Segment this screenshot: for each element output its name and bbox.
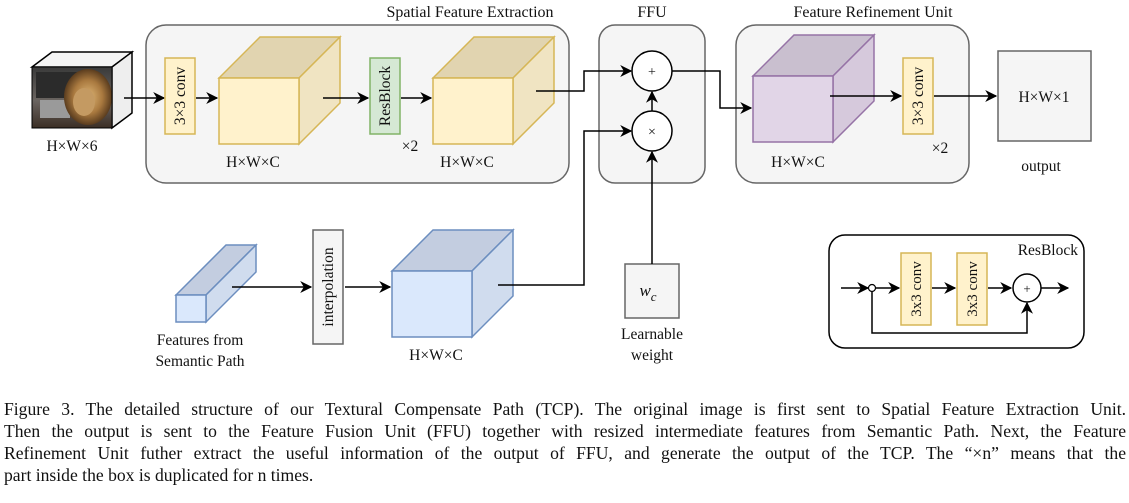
sfe-cube1-label: H×W×C [226,154,280,171]
ffu-title: FFU [637,4,667,21]
output-label: output [1021,158,1061,175]
arrow-add-to-fru-cube [672,70,753,114]
fru-repeat-label: ×2 [932,140,949,157]
output-size-label: H×W×1 [1018,89,1069,106]
fru-feature-cube [751,33,876,144]
resblock-add-symbol: + [1023,281,1030,296]
output-box [997,50,1092,142]
fru-title: Feature Refinement Unit [793,4,953,21]
interpolation-block [312,229,344,345]
learnable-weight-label-2: weight [631,347,674,364]
sfe-title: Spatial Feature Extraction [386,4,553,21]
arrow-semantic-cube-to-mul [498,125,633,286]
semantic-features-label-2: Semantic Path [155,353,244,370]
sfe-repeat-label: ×2 [402,138,419,155]
fru-cube-label: H×W×C [771,154,825,171]
caption-line-3: Refinement Unit futher extract the usefu… [4,443,1126,463]
fru-conv-block [902,57,934,135]
learnable-weight-symbol: wc [639,281,656,304]
semantic-cube-label: H×W×C [409,347,463,364]
resblock-branch-node [867,283,877,293]
sfe-resblock [369,57,401,135]
input-size-label: H×W×6 [46,138,97,155]
interpolation-label: interpolation [320,247,337,326]
semantic-features-cuboid [174,243,258,324]
ffu-mul-symbol: × [648,125,656,140]
learnable-weight-label-1: Learnable [621,326,683,343]
resblock-conv2 [956,252,988,326]
caption-line-2: Then the output is sent to the Feature F… [4,421,1126,441]
ffu-add-symbol: + [648,65,656,80]
resblock-skip-connection [871,292,1033,334]
semantic-feature-cube [390,228,515,339]
resblock-conv1 [900,252,932,326]
fru-conv-label: 3×3 conv [910,67,927,125]
lion-image [31,66,113,129]
caption-line-1: Figure 3. The detailed structure of our … [4,399,1126,419]
resblock-conv2-label: 3x3 conv [965,261,981,317]
figure-caption: Figure 3. The detailed structure of our … [4,398,1126,486]
sfe-conv-label: 3×3 conv [172,67,189,125]
resblock-detail-title: ResBlock [1018,242,1079,259]
tcp-diagram: Spatial Feature Extraction FFU Feature R… [29,4,1092,370]
arrow-cube2-to-add [536,65,633,92]
resblock-conv1-label: 3x3 conv [909,261,925,317]
sfe-conv-block [164,57,196,135]
sfe-resblock-label: ResBlock [377,66,394,127]
semantic-features-label-1: Features from [157,332,244,349]
sfe-feature-cube-1 [217,35,342,146]
sfe-feature-cube-2 [431,35,556,146]
input-image-cube [29,50,135,130]
caption-line-4: part inside the box is duplicated for n … [4,465,314,485]
sfe-cube2-label: H×W×C [440,154,494,171]
